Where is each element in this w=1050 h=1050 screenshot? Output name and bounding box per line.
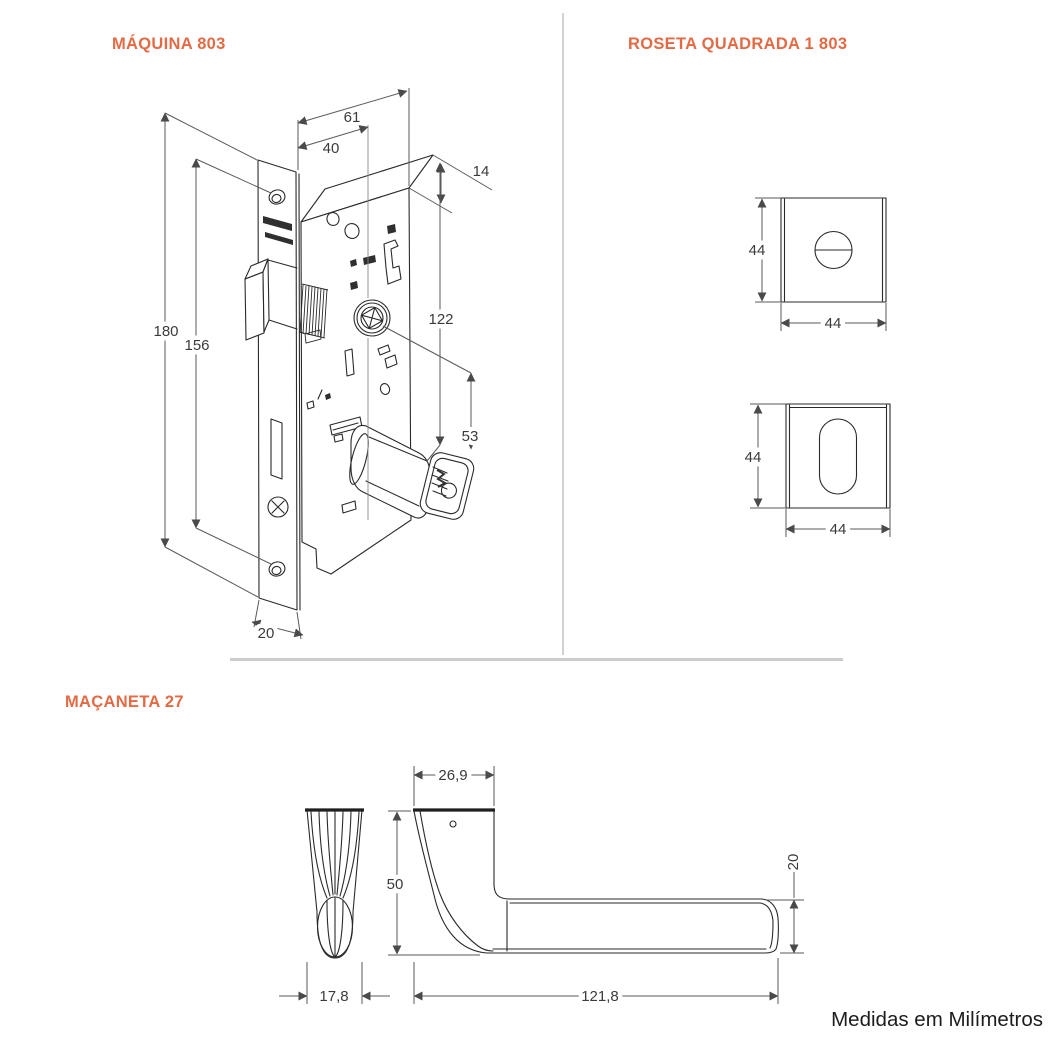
dim-neck-top-width: 26,9: [438, 767, 467, 784]
brand-logo: [263, 216, 292, 231]
keyhole-rosette: [785, 403, 891, 509]
dim-rosette1-height: 44: [749, 242, 766, 259]
dim-hub-to-cylinder: 53: [462, 428, 479, 445]
vertical-divider: [562, 13, 564, 655]
deadbolt-slot: [270, 418, 283, 480]
dim-neck-front-width: 17,8: [319, 988, 348, 1005]
turn-rosette-dimensions: 44 44: [744, 197, 887, 337]
spindle-hub: [353, 299, 391, 337]
dim-rosette2-height: 44: [745, 449, 762, 466]
handle-front-dimensions: 17,8: [279, 962, 390, 1005]
maquina-title: MÁQUINA 803: [112, 35, 226, 53]
macaneta-title: MAÇANETA 27: [65, 693, 184, 711]
dim-total-width: 61: [344, 109, 361, 126]
dim-top-to-cylinder: 122: [428, 311, 453, 328]
key-head: [419, 452, 475, 520]
lock-faceplate: [257, 159, 301, 611]
units-note: Medidas em Milímetros: [831, 1008, 1043, 1031]
dim-total-length: 121,8: [581, 988, 619, 1005]
dim-grip-height: 20: [785, 854, 802, 871]
handle-front-view: [305, 808, 364, 959]
turn-rosette: [780, 197, 887, 303]
dim-rosette1-width: 44: [825, 315, 842, 332]
dim-faceplate-height: 180: [153, 323, 178, 340]
cylinder-with-key: [349, 424, 475, 520]
handle-side-view: [413, 808, 779, 954]
horizontal-divider: [230, 658, 843, 661]
handle-pin-hole: [449, 820, 457, 828]
dim-case-width: 40: [323, 140, 340, 157]
latch-spring: [298, 283, 329, 344]
rosette-technical-drawing: 44 44 44 44: [740, 197, 891, 543]
handle-technical-drawing: 17,8 26,9 50 20 121,8: [279, 763, 804, 1010]
keyhole-rosette-dimensions: 44 44: [740, 403, 891, 543]
dim-case-depth: 14: [473, 163, 490, 180]
keyhole-oval: [818, 418, 858, 495]
dim-rosette2-width: 44: [830, 521, 847, 538]
dim-neck-height: 50: [387, 876, 404, 893]
phillips-screw: [267, 496, 289, 518]
lock-technical-drawing: 180 156 61 40 14 122 53 20: [149, 88, 493, 647]
latch-bolt: [244, 258, 298, 341]
dim-case-height: 156: [184, 337, 209, 354]
brand-logo-line2: [265, 232, 293, 245]
dim-faceplate-width: 20: [258, 625, 275, 642]
roseta-title: ROSETA QUADRADA 1 803: [628, 35, 848, 53]
